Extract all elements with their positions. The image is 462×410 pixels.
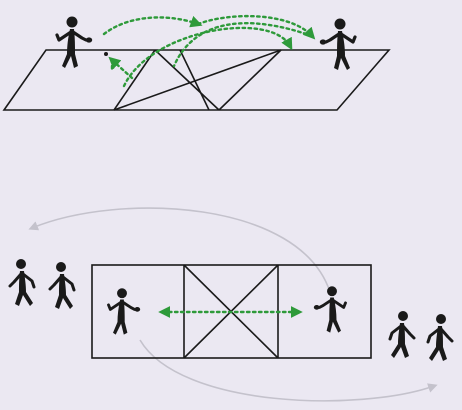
serve-bounce-hook xyxy=(108,56,134,80)
rotation-paths xyxy=(28,207,438,402)
table-outline xyxy=(2,49,391,111)
player-receiving-icon xyxy=(318,16,357,72)
rotation-diagram xyxy=(8,207,454,402)
serve-paths xyxy=(102,14,316,88)
serve-diagram xyxy=(2,14,391,111)
waiting-player-icon xyxy=(388,309,416,360)
ball-icon xyxy=(104,52,108,56)
waiting-player-icon xyxy=(8,257,36,308)
table-lines xyxy=(113,49,282,111)
waiting-player-icon xyxy=(48,260,76,311)
serve-arc-4 xyxy=(122,26,293,88)
player-left-icon xyxy=(107,286,142,337)
serve-arc-3 xyxy=(172,21,314,68)
rotation-arrow-bottom xyxy=(139,339,438,402)
player-right-icon xyxy=(312,284,347,335)
waiting-player-icon xyxy=(426,312,454,363)
table-top-view xyxy=(91,264,372,359)
serve-arc-1 xyxy=(102,15,203,36)
player-serving-icon xyxy=(55,14,94,70)
rotation-arrow-top xyxy=(28,207,331,293)
serve-arc-2 xyxy=(196,14,316,40)
